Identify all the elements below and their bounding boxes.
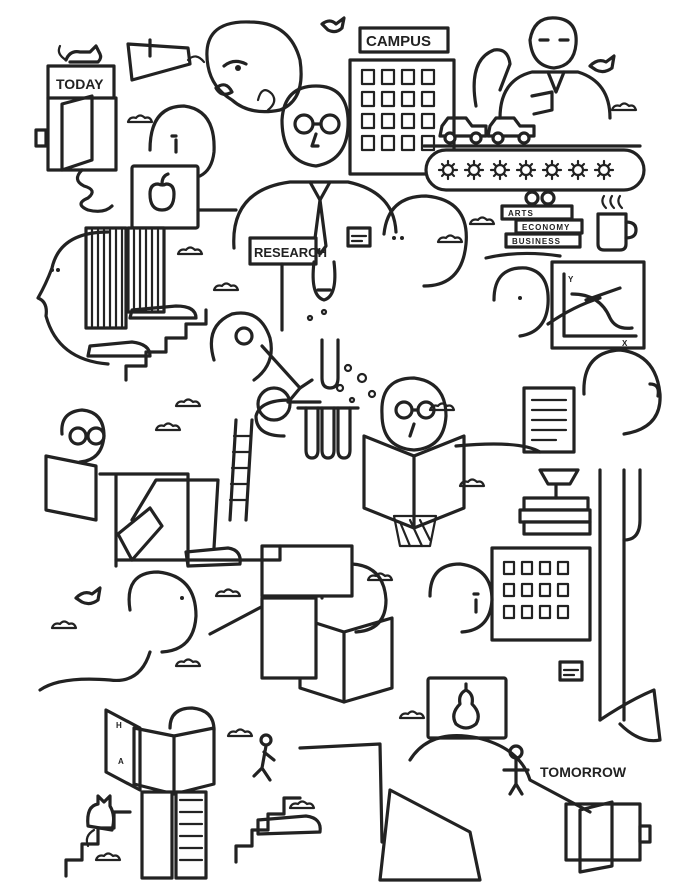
car-icon [438, 116, 488, 145]
coiled-spring [75, 168, 114, 213]
wall-frame [260, 544, 354, 598]
staircase [124, 308, 208, 382]
cat-icon [57, 44, 103, 64]
research-label: RESEARCH [254, 245, 327, 260]
gear-conveyor [424, 148, 646, 192]
today-sign: TODAY [34, 64, 118, 172]
bird-icon [588, 54, 616, 74]
economy-label: ECONOMY [522, 223, 570, 232]
book-letter-a: A [118, 757, 125, 766]
seated-legs [116, 478, 242, 568]
cloud-icon [212, 282, 240, 292]
badge-icon [558, 660, 584, 682]
book-stack: ARTS ECONOMY BUSINESS [500, 190, 584, 249]
cloud-icon [126, 114, 154, 124]
microscope-icon [254, 344, 322, 438]
center-stairs [234, 796, 302, 864]
cloud-icon [176, 246, 204, 256]
apple-icon [148, 172, 176, 212]
book-letter-h: H [116, 721, 123, 730]
pear-laptop [426, 676, 508, 740]
research-scientist [232, 84, 398, 256]
cloud-icon [610, 102, 638, 112]
tomorrow-door [564, 800, 652, 874]
flowing-line [598, 688, 662, 743]
right-column [598, 468, 626, 722]
document-reader [522, 348, 662, 454]
cloud-icon [174, 658, 202, 668]
cloud-icon [214, 588, 242, 598]
pear-icon [452, 682, 480, 730]
profile-face [36, 230, 110, 366]
arts-label: ARTS [508, 209, 534, 218]
cloud-icon [174, 398, 202, 408]
tomorrow-label: TOMORROW [540, 764, 627, 780]
flowing-line [454, 442, 542, 454]
bubbles [306, 308, 377, 404]
laptop-guy [130, 104, 238, 230]
flowing-line [484, 251, 562, 260]
presenter-man [492, 266, 602, 338]
cloud-icon [94, 852, 122, 862]
graph-board: Y X [550, 260, 646, 350]
desk [98, 472, 190, 568]
microscope-user [209, 311, 273, 382]
cloud-icon [436, 234, 464, 244]
business-label: BUSINESS [512, 237, 561, 246]
today-label: TODAY [56, 76, 104, 92]
wall-panel [260, 596, 318, 680]
small-figure [502, 744, 530, 796]
bottom-stairs [64, 810, 132, 878]
telescope-man [126, 20, 303, 114]
axis-y-label: Y [568, 275, 574, 284]
waving-man [472, 16, 612, 120]
car-icon [486, 116, 536, 145]
cloud-icon [398, 710, 426, 720]
thinking-face [382, 194, 468, 288]
bird-icon [74, 586, 102, 606]
ladder [228, 418, 254, 522]
cloud-icon [468, 216, 496, 226]
hanging-book: H A [104, 708, 142, 792]
cloud-icon [226, 728, 254, 738]
cloud-icon [50, 620, 78, 630]
campus-label: CAMPUS [366, 33, 431, 50]
woman-reader [44, 408, 106, 522]
suit-man [428, 562, 494, 634]
office-building [490, 546, 592, 642]
kneeling-man [378, 734, 592, 882]
flask-icon [311, 260, 337, 302]
axis-x-label: X [622, 339, 628, 348]
research-sign: RESEARCH [248, 236, 327, 332]
flowing-line [622, 468, 642, 542]
running-person [252, 733, 276, 782]
cat-icon [85, 794, 116, 848]
flowing-line [114, 544, 282, 562]
flowing-line [38, 650, 152, 692]
cloud-icon [154, 422, 182, 432]
striped-legs [84, 226, 198, 358]
cloud-icon [288, 800, 316, 810]
bird-icon [320, 16, 346, 34]
test-tubes [296, 338, 360, 460]
book-pile [518, 468, 592, 536]
coffee-cup-icon [596, 194, 638, 252]
reading-scientist [362, 376, 466, 548]
newspaper-reader [132, 706, 216, 880]
